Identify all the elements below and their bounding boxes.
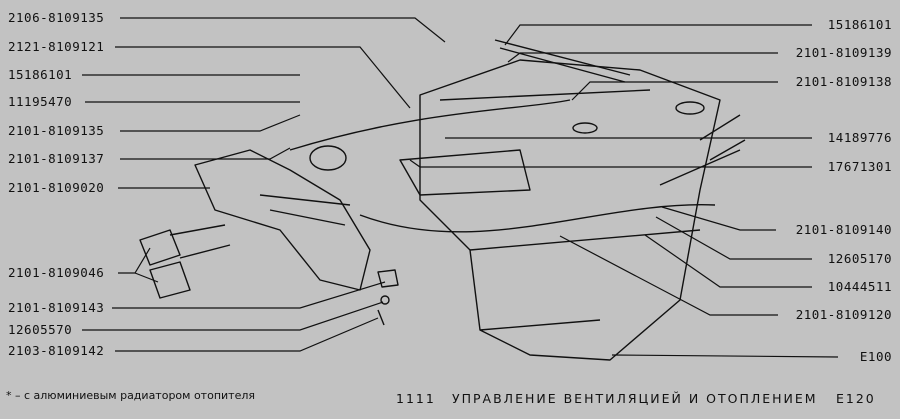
part-label: 2106-8109135	[8, 10, 105, 25]
part-label: 2101-8109143	[8, 300, 105, 315]
part-label: 2101-8109138	[795, 74, 892, 89]
part-label: 2121-8109121	[8, 39, 105, 54]
page-title: УПРАВЛЕНИЕ ВЕНТИЛЯЦИЕЙ И ОТОПЛЕНИЕМ	[452, 391, 818, 406]
part-label: 2101-8109046	[8, 265, 105, 280]
part-label: 2101-8109020	[8, 180, 105, 195]
part-label: 17671301	[827, 159, 892, 174]
part-label: 2101-8109120	[795, 307, 892, 322]
leader-line	[409, 159, 812, 168]
leader-line	[571, 81, 778, 101]
leader-line	[611, 354, 839, 358]
control-lever-drawing	[139, 99, 716, 326]
part-label: 10444511	[827, 279, 892, 294]
leader-line	[115, 46, 411, 109]
part-label: 2101-8109140	[795, 222, 892, 237]
part-label: E100	[859, 349, 892, 364]
part-label: 14189776	[827, 130, 892, 145]
leader-line	[559, 235, 778, 316]
leader-line	[120, 17, 446, 43]
leader-line	[112, 281, 386, 309]
part-label: 15186101	[8, 67, 73, 82]
page-number: 1111	[396, 391, 436, 406]
part-label: 12605170	[827, 251, 892, 266]
leader-line	[134, 272, 159, 283]
part-label: 11195470	[8, 94, 73, 109]
leader-line	[655, 216, 812, 260]
leader-line	[120, 147, 291, 160]
leader-line	[82, 301, 384, 331]
leader-line	[504, 24, 812, 46]
part-label: 12605570	[8, 322, 73, 337]
footnote: * – с алюминиевым радиатором отопителя	[6, 389, 255, 402]
part-label: 2101-8109139	[795, 45, 892, 60]
leader-line	[115, 317, 379, 352]
section-code: E120	[836, 391, 876, 406]
leader-line	[644, 234, 812, 288]
leader-line	[120, 114, 301, 132]
leader-line	[661, 206, 776, 231]
part-label: 2101-8109135	[8, 123, 105, 138]
heater-housing-drawing	[399, 39, 746, 361]
part-label: 15186101	[827, 17, 892, 32]
leader-lines	[82, 17, 839, 358]
part-label: 2101-8109137	[8, 151, 105, 166]
part-label: 2103-8109142	[8, 343, 105, 358]
